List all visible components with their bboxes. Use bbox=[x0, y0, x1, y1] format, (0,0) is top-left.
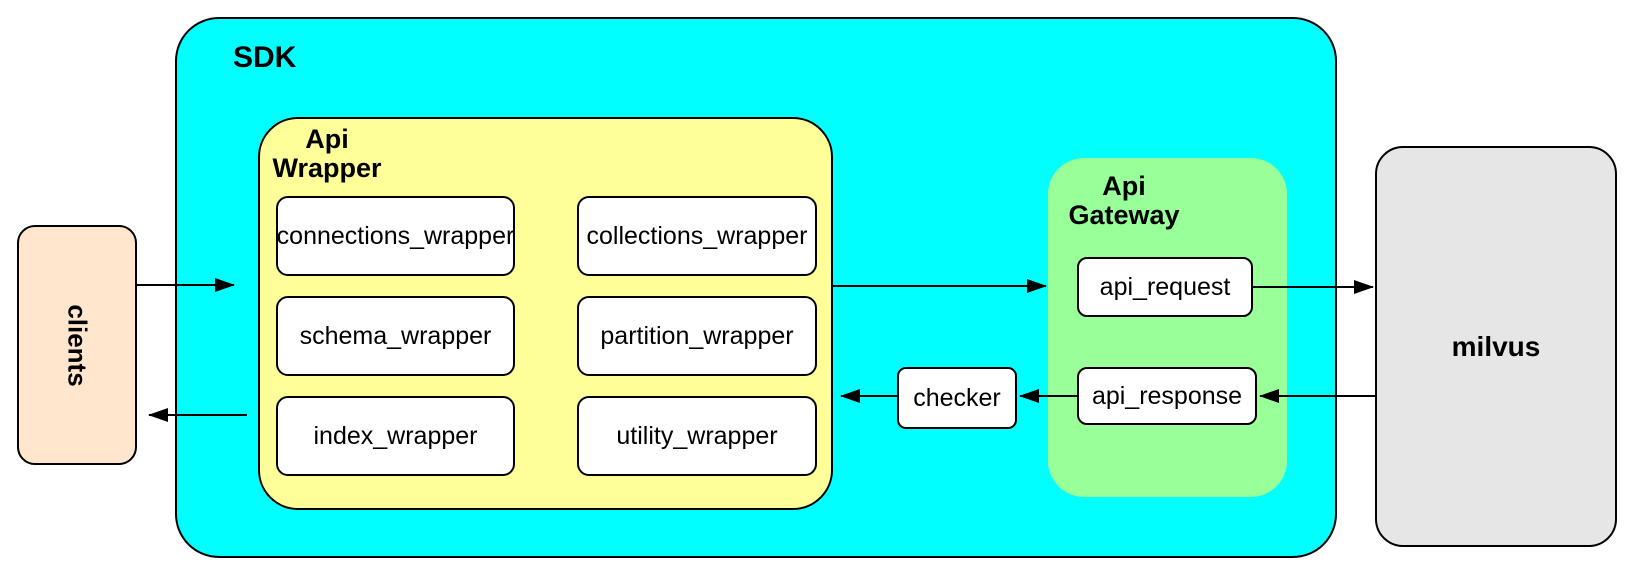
index-wrapper-node: index_wrapper bbox=[276, 396, 515, 476]
connections-wrapper-node: connections_wrapper bbox=[276, 196, 515, 276]
index-wrapper-label: index_wrapper bbox=[313, 421, 478, 450]
milvus-node: milvus bbox=[1375, 146, 1617, 547]
partition-wrapper-label: partition_wrapper bbox=[600, 321, 794, 350]
connections-wrapper-label: connections_wrapper bbox=[276, 221, 515, 250]
utility-wrapper-label: utility_wrapper bbox=[616, 421, 778, 450]
api-gateway-label: Api Gateway bbox=[1068, 171, 1180, 231]
api-wrapper-label: Api Wrapper bbox=[272, 124, 382, 184]
partition-wrapper-node: partition_wrapper bbox=[577, 296, 817, 376]
collections-wrapper-node: collections_wrapper bbox=[577, 196, 817, 276]
api-response-node: api_response bbox=[1077, 367, 1257, 425]
milvus-label: milvus bbox=[1451, 330, 1541, 362]
schema-wrapper-node: schema_wrapper bbox=[276, 296, 515, 376]
checker-node: checker bbox=[897, 367, 1017, 429]
utility-wrapper-node: utility_wrapper bbox=[577, 396, 817, 476]
clients-node: clients bbox=[17, 225, 137, 465]
api-response-label: api_response bbox=[1091, 381, 1243, 410]
schema-wrapper-label: schema_wrapper bbox=[299, 321, 492, 350]
clients-label: clients bbox=[62, 303, 93, 387]
collections-wrapper-label: collections_wrapper bbox=[586, 221, 808, 250]
api-request-label: api_request bbox=[1099, 272, 1231, 301]
checker-label: checker bbox=[913, 383, 1001, 412]
api-request-node: api_request bbox=[1077, 257, 1253, 317]
api-gateway-container: Api Gateway bbox=[1048, 158, 1287, 497]
sdk-label: SDK bbox=[233, 41, 297, 74]
